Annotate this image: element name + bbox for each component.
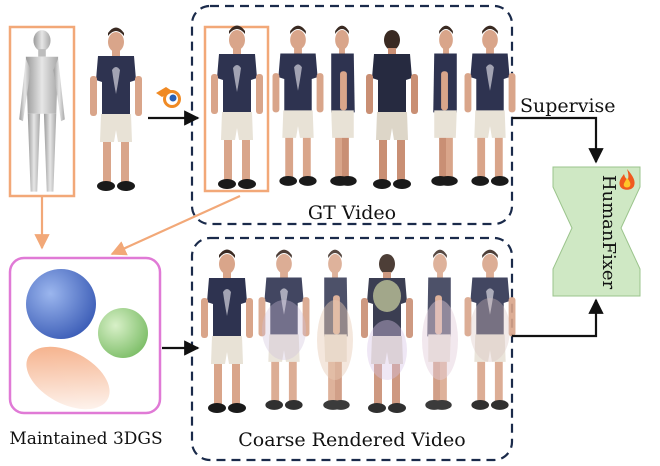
fire-icon <box>619 169 635 190</box>
maintained-3dgs-label: Maintained 3DGS <box>9 429 162 449</box>
humanfixer-label: HumanFixer <box>598 175 619 290</box>
coarse-frame-6 <box>464 249 516 410</box>
coarse-frames <box>201 249 516 413</box>
frame-to-3dgs-arrow <box>110 194 241 256</box>
coarse-frame-4 <box>361 254 413 413</box>
coarse-frame-2 <box>258 249 310 410</box>
coarse-frame-5 <box>422 249 458 410</box>
gt-frame-1 <box>211 25 263 189</box>
coarse-video-label: Coarse Rendered Video <box>238 429 465 451</box>
gt-video-label: GT Video <box>308 202 396 224</box>
supervise-arrow <box>512 116 604 164</box>
gt-frame-3 <box>330 25 357 186</box>
gt-frame-2 <box>272 25 324 186</box>
gaussian-blue <box>26 269 96 339</box>
body-mesh-figure <box>19 30 65 192</box>
coarse-to-fixer-arrow <box>512 298 604 338</box>
gt-frame-4 <box>366 30 418 189</box>
gaussian-peach <box>26 346 110 410</box>
source-person-figure <box>90 27 142 191</box>
gaussian-green <box>98 308 148 358</box>
coarse-frame-1 <box>201 249 253 413</box>
supervise-label: Supervise <box>520 95 616 117</box>
coarse-frame-3 <box>317 249 353 410</box>
gt-frame-5 <box>431 25 458 186</box>
mesh-frame <box>8 25 76 198</box>
gt-video-box <box>190 4 514 226</box>
gt-frame-6 <box>464 25 516 186</box>
blender-icon <box>156 87 181 108</box>
humanfixer-block <box>552 166 641 297</box>
